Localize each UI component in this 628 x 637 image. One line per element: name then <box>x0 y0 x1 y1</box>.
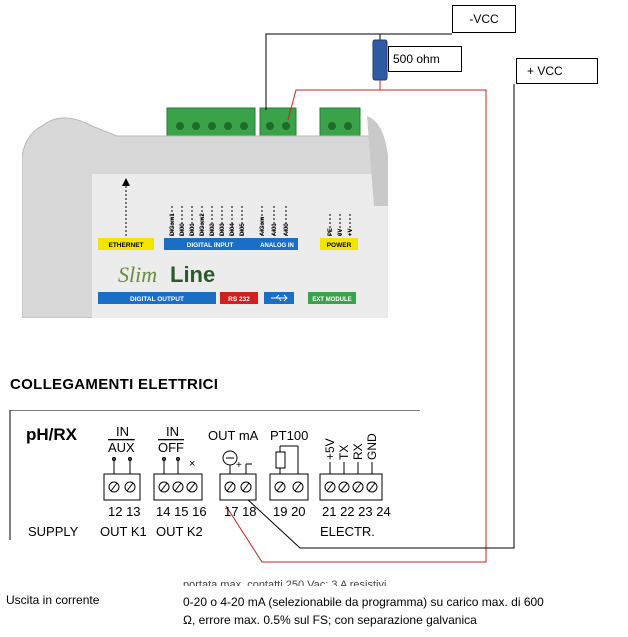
section-ext-module: EXT MODULE <box>312 297 351 303</box>
bottom-label-supply: SUPPLY <box>28 524 79 539</box>
terminal-numbers-outma: 17 18 <box>224 504 257 519</box>
connections-panel: pH/RX IN AUX 12 13 IN OFF × 14 15 16 OUT… <box>9 410 420 540</box>
resistor-text: 500 ohm <box>393 52 440 66</box>
wire-resistor-bottom-red <box>225 80 487 563</box>
pin-label: AICom <box>260 217 266 236</box>
section-analog-in: ANALOG IN <box>260 243 294 249</box>
resistor-label: 500 ohm <box>388 46 462 72</box>
logo-slim: Slim <box>118 262 157 287</box>
terminal-17-18 <box>219 473 257 501</box>
wire-pos-vcc <box>245 84 515 549</box>
spec-cut-line: portata max. contatti 250 Vac; 3 A resis… <box>183 579 387 586</box>
pin-label: 0V <box>338 229 344 236</box>
pin-label: DICom2 <box>200 213 206 236</box>
device-name: pH/RX <box>26 425 78 444</box>
bottom-label-electr: ELECTR. <box>320 524 375 539</box>
pt100-resistor-icon <box>275 451 286 469</box>
spec-line-2: Ω, errore max. 0.5% sul FS; con separazi… <box>183 613 477 627</box>
pin-label: DI05 <box>240 223 246 236</box>
electr-pin-tx: TX <box>337 445 351 460</box>
out-ma-label: OUT mA <box>208 428 259 443</box>
electr-pin-gnd: GND <box>365 433 379 460</box>
terminal-numbers-pt100: 19 20 <box>273 504 306 519</box>
resistor-500-ohm <box>372 39 388 81</box>
electr-pin-rx: RX <box>351 443 365 460</box>
pin-label: DI03 <box>220 223 226 236</box>
bottom-label-outk2: OUT K2 <box>156 524 203 539</box>
connections-title: COLLEGAMENTI ELETTRICI <box>10 376 219 393</box>
aux-in-label: IN <box>116 424 129 439</box>
terminal-numbers-off: 14 15 16 <box>156 504 207 519</box>
pin-label: DI01 <box>190 223 196 236</box>
usb-icon <box>271 294 288 302</box>
off-x-mark: × <box>189 458 195 470</box>
section-digital-input: DIGITAL INPUT <box>187 242 234 249</box>
svg-text:+: + <box>236 460 242 471</box>
section-rs232: RS 232 <box>228 296 250 303</box>
pin-label: DI02 <box>210 223 216 236</box>
slimline-device: DICom1 DI00 DI01 DICom2 DI02 DI03 DI04 D… <box>22 107 388 318</box>
pin-label: AI00 <box>284 223 290 236</box>
terminal-numbers-electr: 21 22 23 24 <box>322 504 391 519</box>
pt100-label: PT100 <box>270 428 308 443</box>
pin-label: AI01 <box>272 223 278 236</box>
pin-label: DI04 <box>230 223 236 236</box>
pin-label: PE <box>328 228 334 236</box>
wire-ai-red <box>287 89 380 121</box>
pin-label: DICom1 <box>170 213 176 236</box>
pin-label: DI00 <box>180 223 186 236</box>
bottom-label-outk1: OUT K1 <box>100 524 147 539</box>
terminal-21-24 <box>319 473 383 501</box>
logo-line: Line <box>170 262 215 287</box>
neg-vcc-label: -VCC <box>452 5 516 33</box>
section-power: POWER <box>327 242 352 249</box>
aux-label: AUX <box>108 440 135 455</box>
off-in-label: IN <box>166 424 179 439</box>
terminal-numbers-aux: 12 13 <box>108 504 141 519</box>
electr-pin-5v: +5V <box>323 438 337 460</box>
pos-vcc-label: + VCC <box>516 58 598 84</box>
section-digital-output: DIGITAL OUTPUT <box>130 296 184 303</box>
terminal-19-20 <box>269 473 309 501</box>
spec-label: Uscita in corrente <box>6 593 100 607</box>
terminal-block-digital-input <box>166 107 256 139</box>
spec-text: 0-20 o 4-20 mA (selezionabile da program… <box>183 593 623 629</box>
neg-vcc-text: -VCC <box>469 12 499 26</box>
pos-vcc-text: + VCC <box>527 64 563 78</box>
wire-neg-vcc <box>265 33 452 110</box>
terminal-12-13 <box>103 473 141 501</box>
section-ethernet: ETHERNET <box>108 242 143 249</box>
off-label: OFF <box>158 440 184 455</box>
pin-label: +V <box>348 228 354 236</box>
spec-line-1: 0-20 o 4-20 mA (selezionabile da program… <box>183 595 544 609</box>
